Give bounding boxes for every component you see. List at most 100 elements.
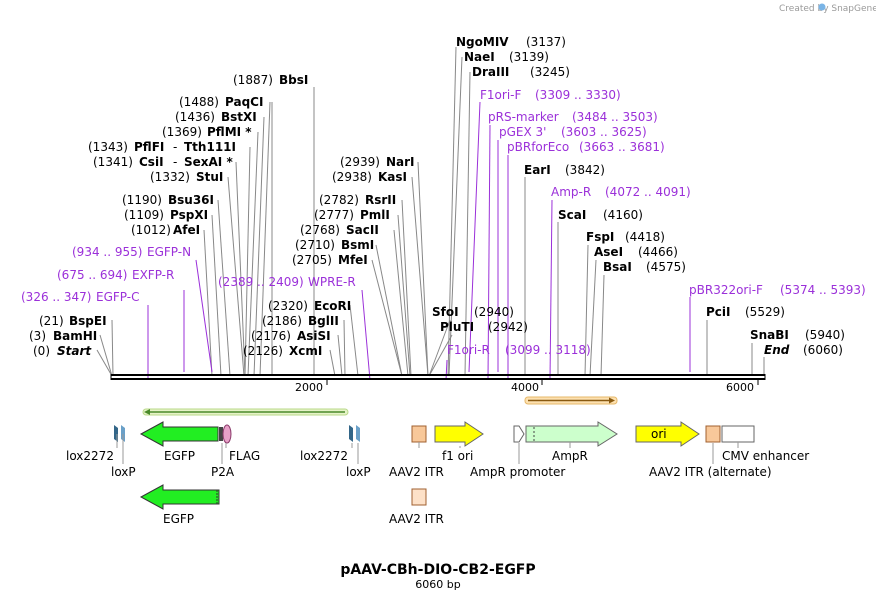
enzyme-sep-pflfi: -: [173, 140, 177, 154]
lox2272-middle-label: lox2272: [300, 449, 348, 463]
flag-block: [219, 427, 223, 441]
svg-text:Created by SnapGene: Created by SnapGene: [779, 4, 876, 14]
enzyme-pos-bbsi: (1887): [233, 73, 273, 87]
primer-pos-pgex3: (3603 .. 3625): [561, 125, 647, 139]
egfp2-arrow-icon: [139, 484, 220, 510]
enzyme-name-paqci: PaqCI: [225, 95, 263, 109]
tick-label-2000: 2000: [295, 381, 323, 394]
primer-name-pgex3: pGEX 3': [499, 125, 546, 139]
sequence-axis: 2000 4000 6000: [110, 374, 766, 394]
enzyme-pos-asei: (4466): [638, 245, 678, 259]
ori-arrow-icon: [635, 421, 700, 447]
enzyme-name-fspi: FspI: [586, 230, 614, 244]
enzyme-name-nari: NarI: [386, 155, 415, 169]
enzyme-pos-bstxi: (1436): [175, 110, 215, 124]
ampr-arrow-icon: [525, 421, 618, 447]
enzyme-name-stui: StuI: [196, 170, 223, 184]
enzyme-name-bbsi: BbsI: [279, 73, 308, 87]
enzyme-name-naei: NaeI: [464, 50, 495, 64]
enzyme-pos-draiii: (3245): [530, 65, 570, 79]
enzyme-pos-bsai: (4575): [646, 260, 686, 274]
enzyme-pos-ecori: (2320): [268, 299, 308, 313]
enzyme-name-pmli: PmlI: [360, 208, 390, 222]
features-row: ori lox2272 EGFP FLAG lox2272 f1 ori Amp…: [66, 421, 809, 479]
enzyme-name-mfei: MfeI: [338, 253, 368, 267]
enzyme-pos-mfei: (2705): [292, 253, 332, 267]
primer-name-prs-marker: pRS-marker: [488, 110, 559, 124]
enzyme-pos-afei: (1012): [131, 223, 171, 237]
ampr-promoter-label: AmpR promoter: [470, 465, 565, 479]
primer-pos-exfp-r: (675 .. 694): [57, 268, 127, 282]
enzyme-pos-bsmi: (2710): [295, 238, 335, 252]
f1-ori-label: f1 ori: [442, 449, 473, 463]
primer-pos-egfp-c: (326 .. 347): [21, 290, 91, 304]
primer-name-exfp-r: EXFP-R: [132, 268, 174, 282]
primer-name-egfp-n: EGFP-N: [147, 245, 191, 259]
enzyme-pos-xcmi: (2126): [243, 344, 283, 358]
enzyme-pos-stui: (1332): [150, 170, 190, 184]
enzyme-pos-ngomiv: (3137): [526, 35, 566, 49]
enzyme-name-eari: EarI: [524, 163, 551, 177]
primer-name-f1ori-f: F1ori-F: [480, 88, 521, 102]
ori-inside-label: ori: [651, 427, 667, 441]
egfp-label: EGFP: [164, 449, 195, 463]
enzyme-leader-lines: [96, 46, 765, 377]
enzyme-name-asei: AseI: [594, 245, 623, 259]
primer-pos-pbrforeco: (3663 .. 3681): [579, 140, 665, 154]
enzyme-pos-kasi: (2938): [332, 170, 372, 184]
enzyme-name-bglii: BglII: [308, 314, 339, 328]
cmv-enhancer-label: CMV enhancer: [722, 449, 809, 463]
enzyme-name-bspei: BspEI: [69, 314, 107, 328]
features-row-2: EGFP AAV2 ITR: [139, 484, 444, 526]
p2a-label: P2A: [211, 465, 235, 479]
map-length: 6060 bp: [415, 578, 460, 591]
aav2-itr-2-label: AAV2 ITR: [389, 512, 444, 526]
tick-label-6000: 6000: [726, 381, 754, 394]
enzyme-name-scai: ScaI: [558, 208, 586, 222]
primer-pos-pbr322ori-f: (5374 .. 5393): [780, 283, 866, 297]
enzyme-pos-nari: (2939): [340, 155, 380, 169]
primer-pos-f1ori-r: (3099 .. 3118): [505, 343, 591, 357]
enzyme-pos-scai: (4160): [603, 208, 643, 222]
enzyme-name-pluti: PluTI: [440, 320, 474, 334]
enzyme-name-bstxi: BstXI: [221, 110, 257, 124]
enzyme-sep-csii: -: [173, 155, 177, 169]
enzyme-name-draiii: DraIII: [472, 65, 509, 79]
enzyme-pos-pmli: (2777): [314, 208, 354, 222]
ampr-label: AmpR: [552, 449, 588, 463]
enzyme-pos-fspi: (4418): [625, 230, 665, 244]
enzyme-pos-bglii: (2186): [262, 314, 302, 328]
primer-name-pbr322ori-f: pBR322ori-F: [689, 283, 763, 297]
enzyme-name-pspxi: PspXI: [170, 208, 208, 222]
primer-name-pbrforeco: pBRforEco: [507, 140, 569, 154]
enzyme-pos-bamhi: (3): [29, 329, 46, 343]
enzyme-pos-sfoi: (2940): [474, 305, 514, 319]
egfp2-label: EGFP: [163, 512, 194, 526]
enzyme-name-sexai: SexAI *: [184, 155, 233, 169]
cmv-enhancer-block: [721, 425, 755, 443]
enzyme-pos-pflmi: (1369): [162, 125, 202, 139]
flag-label: FLAG: [229, 449, 260, 463]
enzyme-name-bsu36i: Bsu36I: [168, 193, 214, 207]
orf-bars: [142, 396, 618, 416]
aav2-itr-label: AAV2 ITR: [389, 465, 444, 479]
lox2272-loxp-left-icon: [114, 425, 125, 464]
enzyme-name-xcmi: XcmI: [289, 344, 322, 358]
loxp-left-label: loxP: [111, 465, 136, 479]
enzyme-pos-pflfi: (1343): [88, 140, 128, 154]
enzyme-pos-eari: (3842): [565, 163, 605, 177]
enzyme-name-start: Start: [57, 344, 92, 358]
tick-label-4000: 4000: [511, 381, 539, 394]
egfp-arrow-icon: [139, 421, 219, 447]
ampr-promoter-arrow-icon: [513, 425, 525, 443]
enzyme-pos-pluti: (2942): [488, 320, 528, 334]
enzyme-pos-asisi: (2176): [251, 329, 291, 343]
enzyme-name-snabi: SnaBI: [750, 328, 789, 342]
enzyme-name-bamhi: BamHI: [53, 329, 97, 343]
enzyme-name-tth111i: Tth111I: [184, 140, 236, 154]
primer-leader-lines: [147, 101, 691, 381]
enzyme-name-rsrii: RsrII: [365, 193, 396, 207]
enzyme-labels: (0) Start (3) BamHI (21) BspEI (326 .. 3…: [21, 35, 866, 358]
enzyme-name-ngomiv: NgoMIV: [456, 35, 509, 49]
aav2-itr-alt-label: AAV2 ITR (alternate): [649, 465, 772, 479]
